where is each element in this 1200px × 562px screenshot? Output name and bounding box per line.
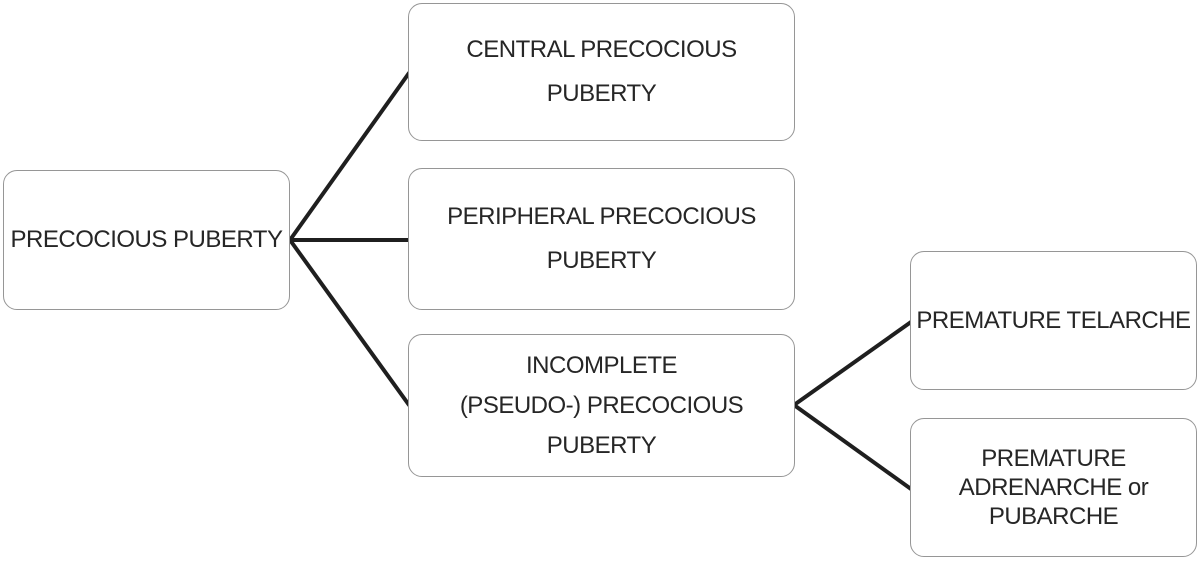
edge-precocious-puberty-to-incomplete-pseudo-precocious-puberty <box>288 238 411 407</box>
node-premature-adrenarche-or-pubarche: PREMATURE ADRENARCHE or PUBARCHE <box>910 418 1197 557</box>
edge-precocious-puberty-to-central-precocious-puberty <box>288 71 411 242</box>
node-label-line: PUBERTY <box>546 247 657 274</box>
node-premature-telarche: PREMATURE TELARCHE <box>910 251 1197 390</box>
edge-incomplete-pseudo-precocious-puberty-to-premature-telarche <box>792 320 913 407</box>
node-label-line: PUBERTY <box>546 431 657 459</box>
node-label-line: INCOMPLETE <box>525 351 678 379</box>
node-label-line: PRECOCIOUS PUBERTY <box>10 226 283 253</box>
node-label-line: PUBARCHE <box>988 503 1119 530</box>
node-label-line: CENTRAL PRECOCIOUS <box>466 36 737 63</box>
node-incomplete-pseudo-precocious-puberty: INCOMPLETE (PSEUDO-) PRECOCIOUS PUBERTY <box>408 334 795 477</box>
node-label-line: PUBERTY <box>546 80 657 107</box>
node-label-line: ADRENARCHE or <box>958 474 1149 501</box>
node-precocious-puberty: PRECOCIOUS PUBERTY <box>3 170 290 310</box>
node-label-line: PREMATURE <box>981 445 1126 472</box>
node-label-line: PERIPHERAL PRECOCIOUS <box>447 203 756 230</box>
node-peripheral-precocious-puberty: PERIPHERAL PRECOCIOUS PUBERTY <box>408 168 795 310</box>
edge-incomplete-pseudo-precocious-puberty-to-premature-adrenarche-or-pubarche <box>792 403 913 491</box>
node-central-precocious-puberty: CENTRAL PRECOCIOUS PUBERTY <box>408 3 795 141</box>
node-label-line: PREMATURE TELARCHE <box>916 306 1191 334</box>
node-label-line: (PSEUDO-) PRECOCIOUS <box>459 391 744 419</box>
